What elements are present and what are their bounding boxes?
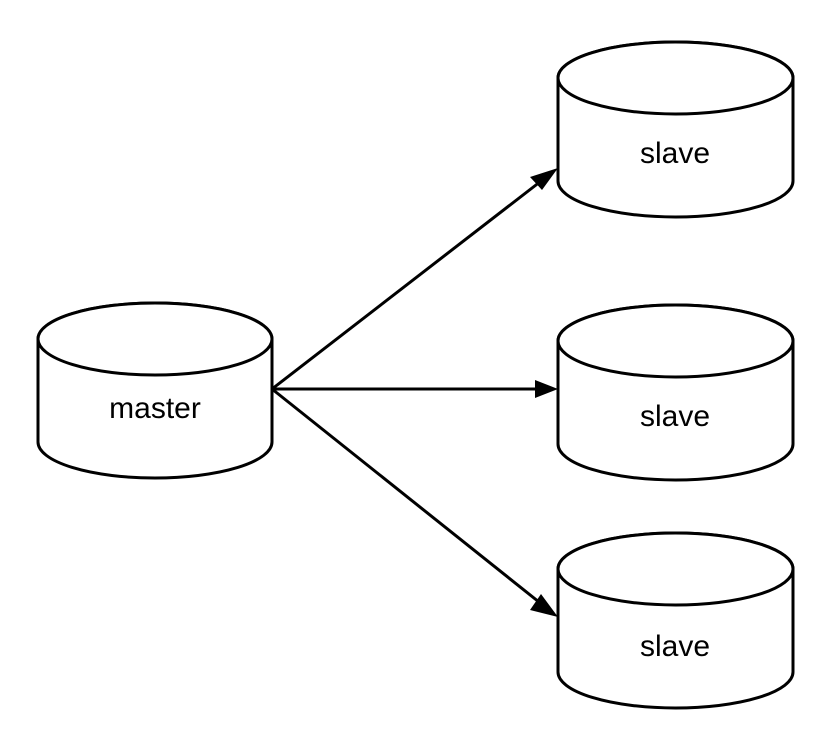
edge-master-to-slave-2	[272, 380, 558, 398]
edge-line-upper	[271, 176, 546, 391]
node-slave-2[interactable]: slave	[556, 303, 795, 482]
slave-2-label: slave	[640, 400, 710, 433]
slave-1-label: slave	[640, 137, 710, 170]
edge-line-lower	[271, 387, 545, 608]
node-slave-3[interactable]: slave	[556, 531, 795, 710]
node-slave-1[interactable]: slave	[556, 40, 795, 219]
slave-2-cylinder-top	[556, 303, 795, 379]
arrow-head-middle	[535, 380, 558, 398]
edge-master-to-slave-3	[271, 387, 558, 617]
arrow-head-upper	[530, 168, 558, 190]
master-cylinder-top	[36, 301, 274, 377]
arrow-head-lower	[530, 594, 558, 617]
node-master[interactable]: master	[36, 301, 274, 480]
slave-3-cylinder-top	[556, 531, 795, 607]
slave-1-cylinder-top	[556, 40, 795, 116]
master-label: master	[109, 392, 201, 425]
edge-master-to-slave-1	[271, 168, 558, 391]
slave-3-label: slave	[640, 630, 710, 663]
